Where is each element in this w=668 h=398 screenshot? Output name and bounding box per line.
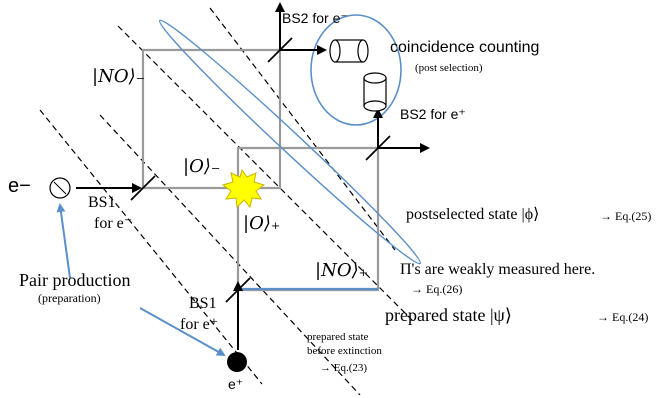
- coincidence-label: coincidence counting: [390, 39, 540, 56]
- before-extinction-eq-label: → Eq.(23): [320, 362, 368, 374]
- pointer-to-electron: [56, 203, 71, 279]
- ket-no-plus: |NO⟩₊: [315, 260, 369, 281]
- annihilation-icon: [221, 168, 266, 209]
- electron-source-icon: [49, 177, 71, 199]
- bs2-electron-label: BS2 for e⁻: [282, 10, 348, 26]
- bs2-positron: [365, 135, 391, 161]
- before-extinction-label-2: before extinction: [307, 345, 382, 357]
- preparation-label: (preparation): [38, 291, 101, 305]
- pair-production-label: Pair production: [19, 270, 131, 290]
- pointer-arrows: [56, 203, 226, 356]
- bs1-positron-label-2: for e⁺: [180, 316, 219, 333]
- positron-o-path: [236, 146, 378, 290]
- bs1-positron: [225, 277, 251, 303]
- beam-splitters: [130, 37, 391, 303]
- postselected-state-label: postselected state |ϕ⟩: [406, 206, 540, 223]
- bs1-electron-label-1: BS1: [88, 194, 116, 211]
- ket-no-minus: |NO⟩₋: [92, 66, 146, 87]
- output-arrows: [76, 2, 430, 350]
- detector-electron-icon: [329, 39, 369, 63]
- ket-o-minus: |O⟩₋: [183, 156, 221, 177]
- bs1-electron: [130, 175, 156, 201]
- before-extinction-label-1: prepared state: [307, 331, 369, 343]
- weak-measure-eq-label: → Eq.(26): [411, 282, 463, 296]
- postselected-eq-label: → Eq.(25): [600, 209, 652, 223]
- dashed-line-2: [39, 109, 263, 385]
- prepared-state-label: prepared state |ψ⟩: [385, 305, 512, 325]
- positron-label: e⁺: [228, 376, 244, 392]
- weak-measurement-ellipse: [158, 19, 422, 265]
- weak-measure-label: Π's are weakly measured here.: [400, 261, 596, 278]
- electron-label: e−: [8, 175, 31, 197]
- electron-no-path: [141, 48, 282, 188]
- prepared-eq-label: → Eq.(24): [597, 310, 649, 324]
- positron-source-icon: [227, 352, 247, 372]
- bs1-electron-label-2: for e⁻: [94, 215, 133, 232]
- ket-o-plus: |O⟩₊: [243, 213, 281, 234]
- bs2-positron-label: BS2 for e⁺: [400, 106, 466, 122]
- bs1-positron-label-1: BS1: [189, 295, 217, 312]
- electron-o-path: [143, 50, 282, 190]
- dashed-line-4: [209, 7, 396, 251]
- detector-positron-icon: [363, 72, 387, 112]
- bs2-electron: [267, 37, 293, 63]
- pointer-to-positron: [139, 307, 226, 356]
- coincidence-ellipse: [310, 14, 402, 126]
- post-selection-label: (post selection): [415, 62, 483, 74]
